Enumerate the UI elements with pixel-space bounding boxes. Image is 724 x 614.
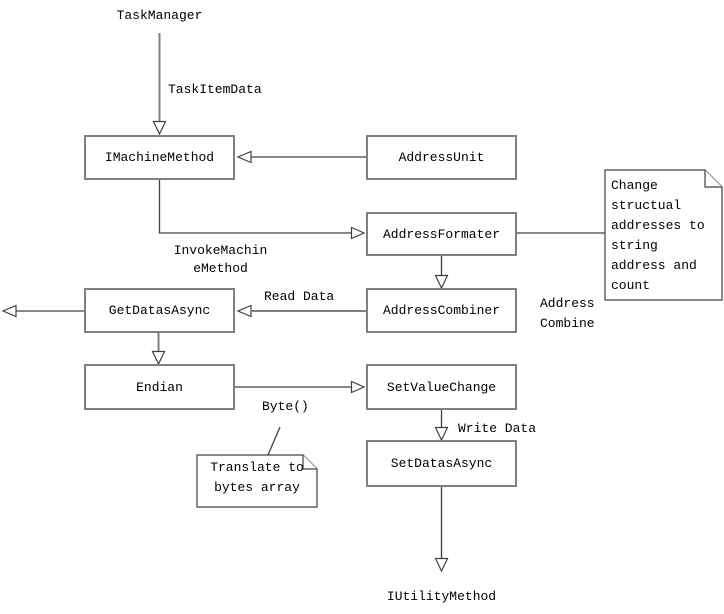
edge-endian-to-setvaluechange	[235, 380, 366, 394]
note-translate-bytes-text: Translate to bytes array	[210, 460, 304, 495]
edge-addresscombiner-to-getdatasasync	[236, 304, 366, 318]
edge-label-byte: Byte()	[262, 399, 309, 414]
edge-getdatasasync-to-left	[1, 304, 84, 318]
edge-taskmanager-to-imachinemethod	[152, 33, 167, 136]
note-translate-bytes-shape	[196, 454, 318, 508]
edge-addressunit-to-imachinemethod	[236, 150, 366, 164]
edge-addressformater-to-addresscombiner	[434, 256, 449, 290]
edge-label-write-data: Write Data	[458, 421, 537, 436]
note-change-structural-text: Change structual addresses to string add…	[611, 178, 705, 293]
node-imachine-method: IMachineMethod	[84, 135, 235, 180]
edge-label-address-combine: Address Combine	[540, 296, 595, 331]
edge-getdatasasync-to-endian	[151, 333, 166, 366]
node-address-formater: AddressFormater	[366, 212, 517, 256]
node-set-value-change: SetValueChange	[366, 364, 517, 410]
node-task-manager: TaskManager	[116, 8, 203, 23]
node-set-datas-async: SetDatasAsync	[366, 440, 517, 487]
edge-setvaluechange-to-setdatasasync	[434, 410, 449, 442]
node-endian: Endian	[84, 364, 235, 410]
note-translate-bytes-connector	[267, 426, 281, 456]
edge-label-invoke-machine-method: InvokeMachin eMethod	[173, 243, 268, 276]
edge-label-task-item-data: TaskItemData	[168, 82, 262, 97]
node-iutility-method: IUtilityMethod	[386, 589, 497, 604]
node-address-unit: AddressUnit	[366, 135, 517, 180]
edge-label-read-data: Read Data	[264, 289, 335, 304]
edge-setdatasasync-to-iutilitymethod	[434, 487, 449, 573]
node-address-combiner: AddressCombiner	[366, 288, 517, 333]
node-get-datas-async: GetDatasAsync	[84, 288, 235, 333]
edge-imachinemethod-to-addressformater	[158, 180, 366, 240]
note-change-structural-shape	[604, 169, 723, 301]
